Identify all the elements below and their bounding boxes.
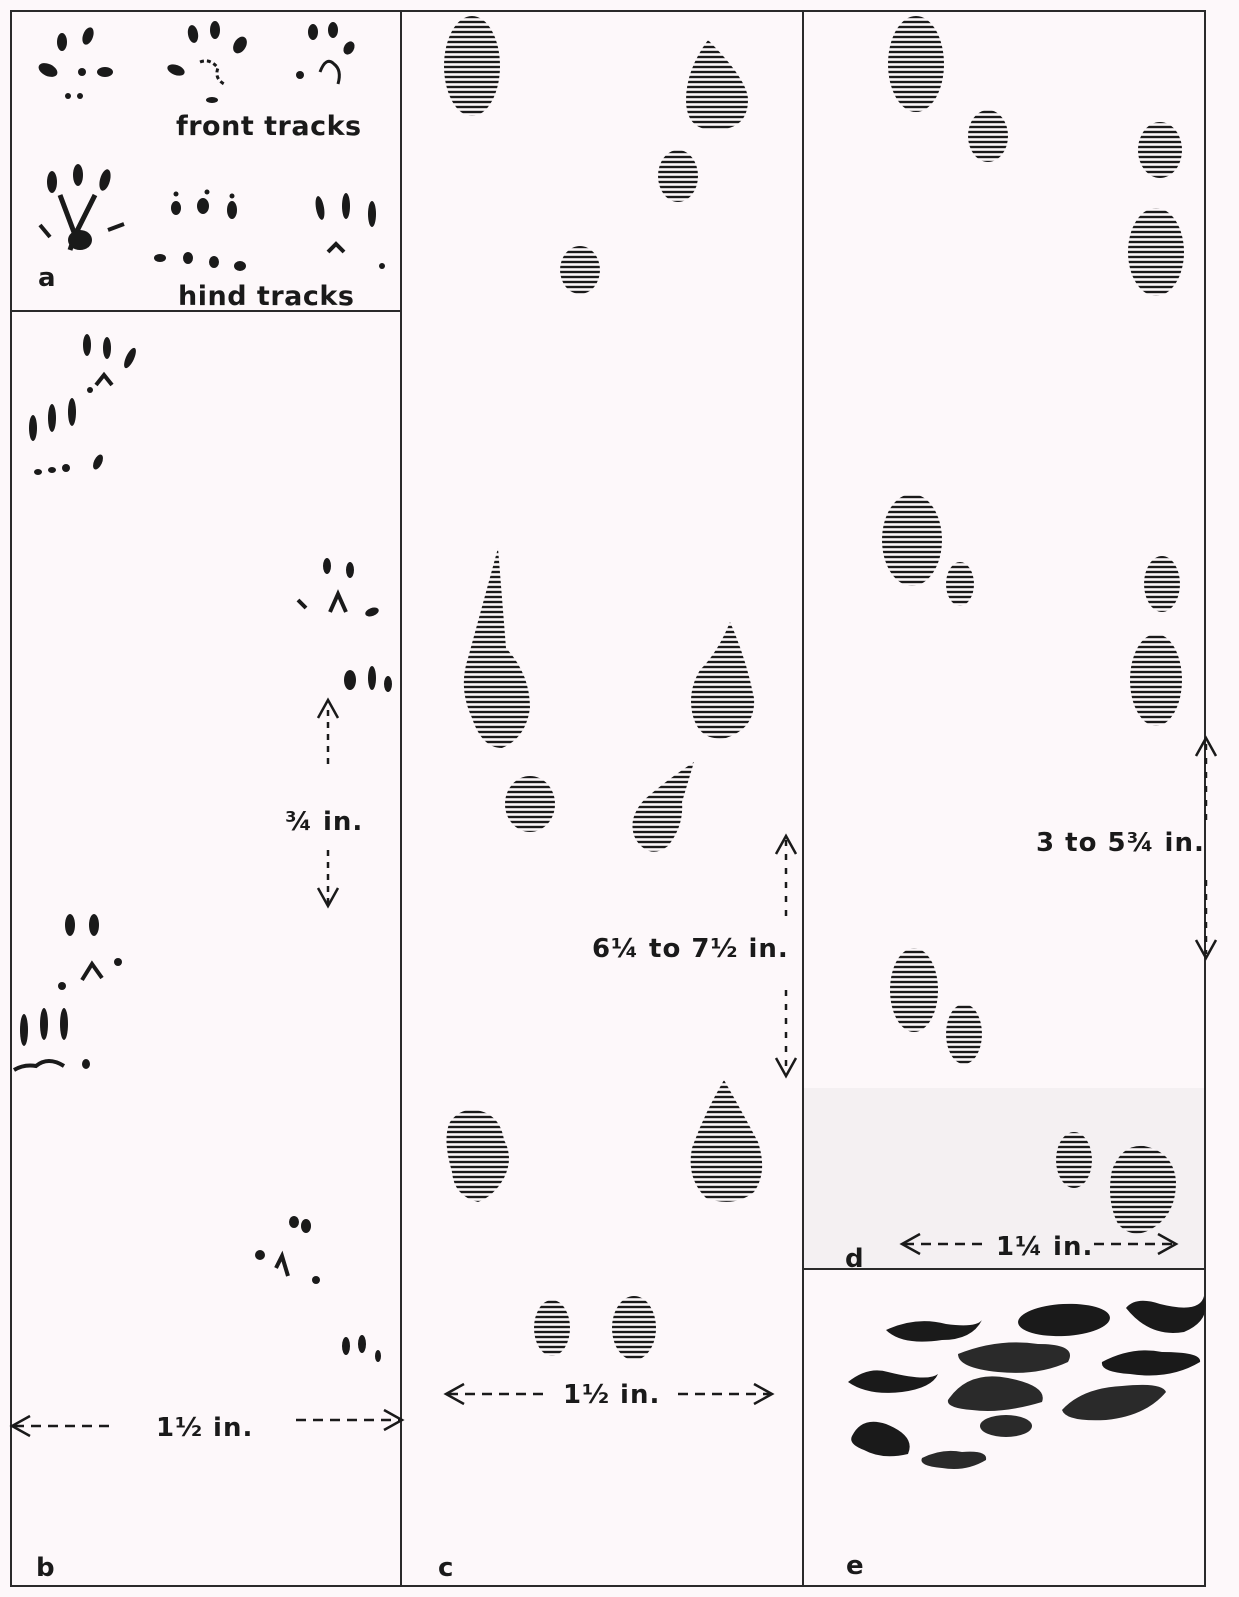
b-gap-label: ¾ in. [285, 807, 363, 837]
b-track-group-1 [29, 334, 138, 475]
hind-tracks-caption: hind tracks [178, 281, 354, 312]
panel-d-letter: d [845, 1244, 864, 1274]
panel-a-letter: a [38, 263, 56, 293]
c-stride-label: 6¼ to 7½ in. [592, 934, 789, 964]
panel-e-letter: e [846, 1551, 864, 1581]
panel-b-letter: b [36, 1553, 55, 1583]
c-tracks [444, 16, 762, 1360]
hind-track-2 [154, 190, 246, 272]
b-width-label: 1½ in. [156, 1413, 253, 1443]
front-tracks-caption: front tracks [176, 111, 362, 142]
d-width-label: 1¼ in. [996, 1232, 1093, 1262]
front-track-2 [166, 21, 250, 103]
d-stride-label: 3 to 5¾ in. [1036, 828, 1205, 858]
hind-track-1 [40, 164, 124, 250]
hind-track-3 [314, 193, 385, 269]
d-tracks [882, 16, 1184, 1234]
front-track-3 [296, 22, 357, 84]
b-track-group-4 [255, 1216, 381, 1362]
c-width-label: 1½ in. [563, 1380, 660, 1410]
b-track-group-2 [298, 558, 392, 692]
b-track-group-3 [14, 914, 122, 1070]
front-track-1 [36, 26, 113, 99]
panel-c-letter: c [438, 1553, 453, 1583]
b-gap-arrow [318, 700, 338, 906]
e-droppings [848, 1296, 1206, 1469]
